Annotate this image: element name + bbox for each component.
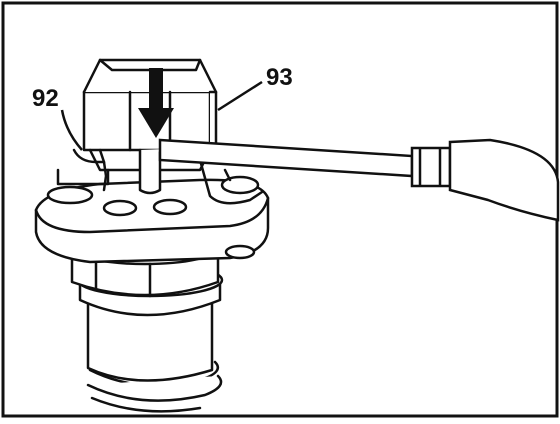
leader-line-92 bbox=[60, 109, 83, 151]
screwdriver bbox=[158, 138, 560, 222]
base-flange bbox=[34, 175, 270, 264]
retaining-clip-drawing bbox=[138, 144, 264, 205]
wire-clip-drawing bbox=[56, 148, 110, 192]
push-arrow bbox=[138, 68, 174, 138]
injector-assembly bbox=[34, 58, 270, 413]
leader-lines bbox=[60, 80, 263, 151]
callout-93-label: 93 bbox=[266, 64, 293, 91]
callout-92-label: 92 bbox=[32, 85, 59, 112]
leader-line-93 bbox=[217, 80, 263, 112]
